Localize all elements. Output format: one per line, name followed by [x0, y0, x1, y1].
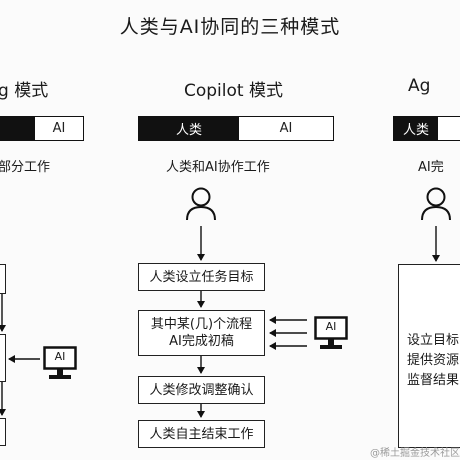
center-ratio-bar: 人类 AI	[138, 116, 334, 141]
right-caption: AI完	[418, 160, 444, 175]
left-step-box-1	[0, 264, 6, 294]
left-mode-title: g 模式	[0, 81, 49, 101]
right-box-line-2: 提供资源	[407, 353, 460, 368]
center-mode-title: Copilot 模式	[184, 81, 283, 101]
diagram-title: 人类与AI协同的三种模式	[119, 16, 341, 38]
left-caption: 部分工作	[0, 160, 51, 175]
left-ratio-bar: AI	[0, 116, 84, 141]
left-step-box-2	[0, 334, 6, 382]
center-step-3: 人类修改调整确认	[138, 376, 265, 404]
left-bar-human-segment	[0, 117, 35, 140]
center-monitor-label: AI	[325, 320, 337, 333]
right-mode-title: Ag	[408, 76, 431, 96]
center-bar-human-segment: 人类	[139, 117, 239, 140]
right-box-line-1: 设立目标	[407, 333, 460, 348]
right-person-icon	[419, 186, 453, 222]
center-step-2: 其中某(几)个流程 AI完成初稿	[138, 310, 265, 356]
right-ratio-bar: 人类	[393, 116, 460, 141]
right-box-line-3: 监督结果	[407, 373, 460, 388]
center-step-2-line-1: 其中某(几)个流程	[150, 317, 253, 332]
left-step-box-3	[0, 418, 6, 446]
right-bar-ai-segment	[438, 117, 460, 140]
center-step-2-line-2: AI完成初稿	[169, 334, 234, 349]
right-bar-human-segment: 人类	[394, 117, 438, 140]
center-step-1: 人类设立任务目标	[138, 263, 265, 291]
center-person-icon	[184, 186, 218, 222]
left-monitor-label: AI	[54, 350, 66, 363]
center-caption: 人类和AI协作工作	[166, 160, 270, 175]
center-step-4: 人类自主结束工作	[138, 420, 265, 448]
left-monitor-icon: AI	[43, 346, 77, 382]
left-bar-ai-segment: AI	[35, 117, 83, 140]
right-tall-box: 设立目标 提供资源 监督结果	[398, 264, 460, 448]
watermark: @稀土掘金技术社区	[370, 448, 460, 459]
center-bar-ai-segment: AI	[239, 117, 333, 140]
center-monitor-icon: AI	[314, 316, 348, 352]
